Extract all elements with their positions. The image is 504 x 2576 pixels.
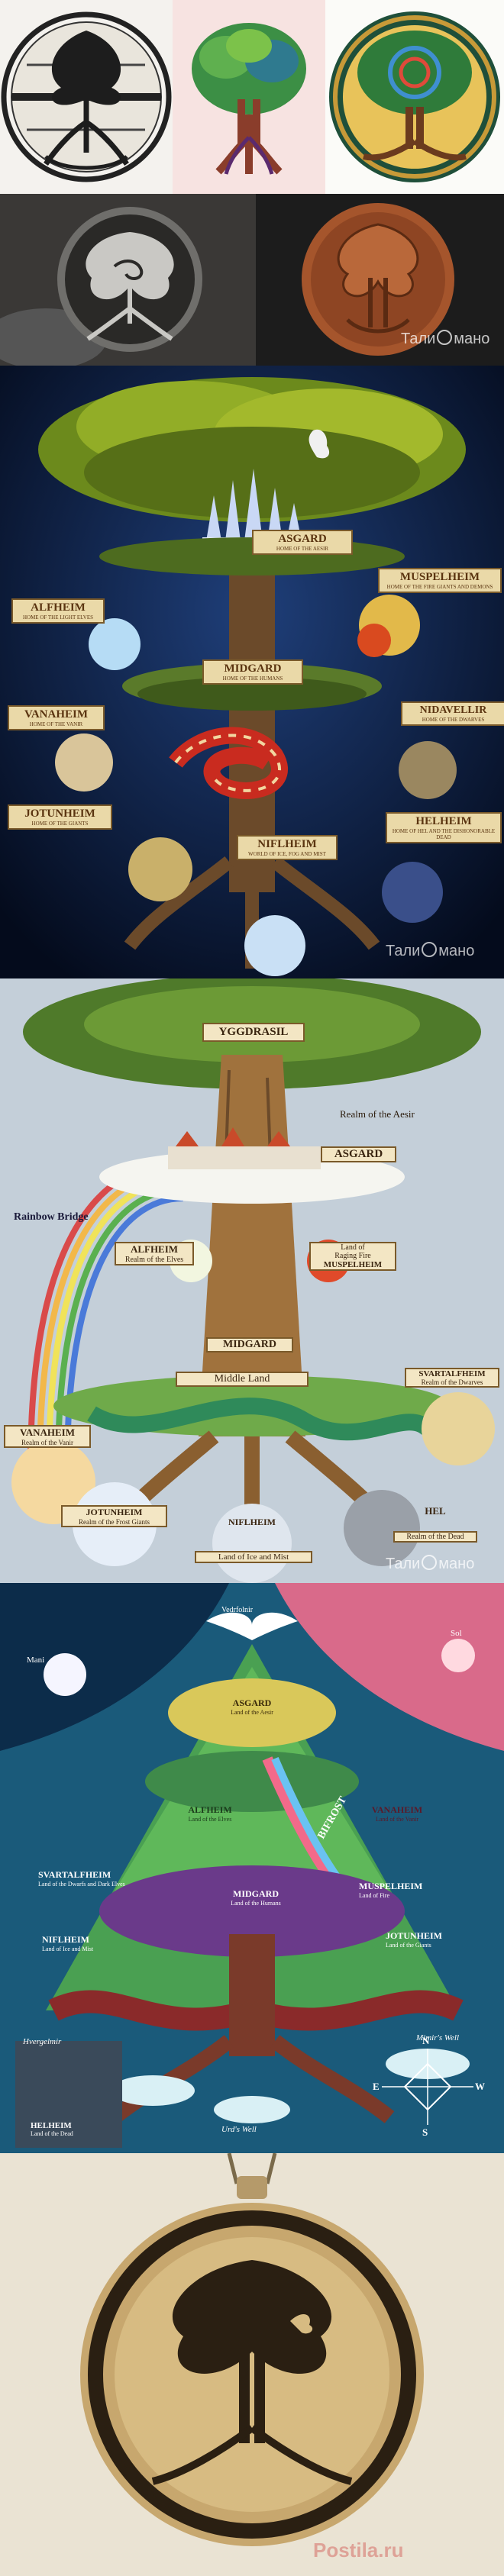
label-hvergelmir: Hvergelmir	[23, 2037, 62, 2046]
label-muspelheim: MUSPELHEIM Land of Fire	[359, 1881, 423, 1899]
nine-worlds-tree-image[interactable]: ASGARD HOME OF THE AESIR ALFHEIM HOME OF…	[0, 366, 504, 978]
illustrated-yggdrasil-image[interactable]: YGGDRASIL Realm of the Aesir ASGARD Rain…	[0, 978, 504, 1583]
label-asgard: ASGARD Land of the Aesir	[231, 1697, 273, 1716]
banner-niflheim: NIFLHEIM WORLD OF ICE, FOG AND MIST	[237, 835, 338, 860]
banner-asgard: ASGARD HOME OF THE AESIR	[252, 530, 353, 555]
label-helheim: HELHEIM Land of the Dead	[31, 2121, 73, 2137]
compass-s: S	[422, 2126, 428, 2138]
scroll-alfheim: ALFHEIM Realm of the Elves	[115, 1242, 194, 1265]
label-alfheim: ALFHEIM Land of the Elves	[188, 1804, 232, 1823]
label-sol: Sol	[451, 1629, 462, 1638]
celtic-tree-emblem-image[interactable]	[0, 0, 173, 194]
scroll-yggdrasil: YGGDRASIL	[202, 1023, 305, 1042]
banner-jotunheim: JOTUNHEIM HOME OF THE GIANTS	[8, 804, 112, 830]
scroll-svartalfheim: SVARTALFHEIM Realm of the Dwarves	[405, 1368, 499, 1388]
scroll-vanaheim: VANAHEIM Realm of the Vanir	[4, 1425, 91, 1448]
label-vedrfolnir: Vedrfolnir	[221, 1606, 254, 1614]
scroll-middle-land: Middle Land	[176, 1372, 309, 1387]
label-svartalfheim: SVARTALFHEIM Land of the Dwarfs and Dark…	[38, 1869, 125, 1888]
label-niflheim: NIFLHEIM Land of Ice and Mist	[42, 1934, 94, 1952]
scroll-hel: HEL Realm of the Dead	[393, 1505, 477, 1543]
scroll-asgard: ASGARD	[321, 1146, 396, 1162]
compass-n: N	[422, 2035, 430, 2046]
banner-nidavellir: NIDAVELLIR HOME OF THE DWARVES	[401, 701, 504, 726]
scroll-muspelheim: Land of Raging Fire MUSPELHEIM	[309, 1242, 396, 1271]
banner-midgard: MIDGARD HOME OF THE HUMANS	[202, 659, 303, 685]
label-rainbow-bridge: Rainbow Bridge	[14, 1211, 89, 1223]
compass-e: E	[373, 2081, 380, 2092]
colorful-nine-worlds-map-image[interactable]: Vedrfolnir Mani Sol ASGARD Land of the A…	[0, 1583, 504, 2153]
celtic-colored-tree-emblem-image[interactable]	[325, 0, 504, 194]
label-midgard: MIDGARD Land of the Humans	[231, 1888, 281, 1907]
footer-watermark: Postila.ru	[313, 2539, 404, 2561]
bronze-pendant-image[interactable]: Postila.ru	[0, 2153, 504, 2576]
label-urds-well: Urd's Well	[221, 2125, 257, 2134]
silver-pendant-image[interactable]	[0, 194, 256, 366]
scroll-niflheim: NIFLHEIM	[228, 1517, 276, 1527]
label-jotunheim: JOTUNHEIM Land of the Giants	[386, 1930, 443, 1949]
label-mimirs-well: Mimir's Well	[416, 2033, 460, 2042]
banner-muspelheim: MUSPELHEIM HOME OF THE FIRE GIANTS AND D…	[378, 568, 502, 593]
label-vanaheim: VANAHEIM Land of the Vanir	[371, 1804, 423, 1823]
banner-vanaheim: VANAHEIM HOME OF THE VANIR	[8, 705, 105, 730]
banner-helheim: HELHEIM HOME OF HEL AND THE DISHONORABLE…	[386, 812, 502, 843]
compass-w: W	[475, 2081, 485, 2092]
scroll-jotunheim: JOTUNHEIM Realm of the Frost Giants	[61, 1505, 167, 1527]
watercolor-tree-image[interactable]	[173, 0, 325, 194]
scroll-ice-mist: Land of Ice and Mist	[195, 1551, 312, 1563]
label-realm-aesir: Realm of the Aesir	[340, 1108, 415, 1120]
scroll-midgard: MIDGARD	[206, 1337, 293, 1352]
banner-alfheim: ALFHEIM HOME OF THE LIGHT ELVES	[11, 598, 105, 624]
label-mani: Mani	[27, 1656, 45, 1665]
